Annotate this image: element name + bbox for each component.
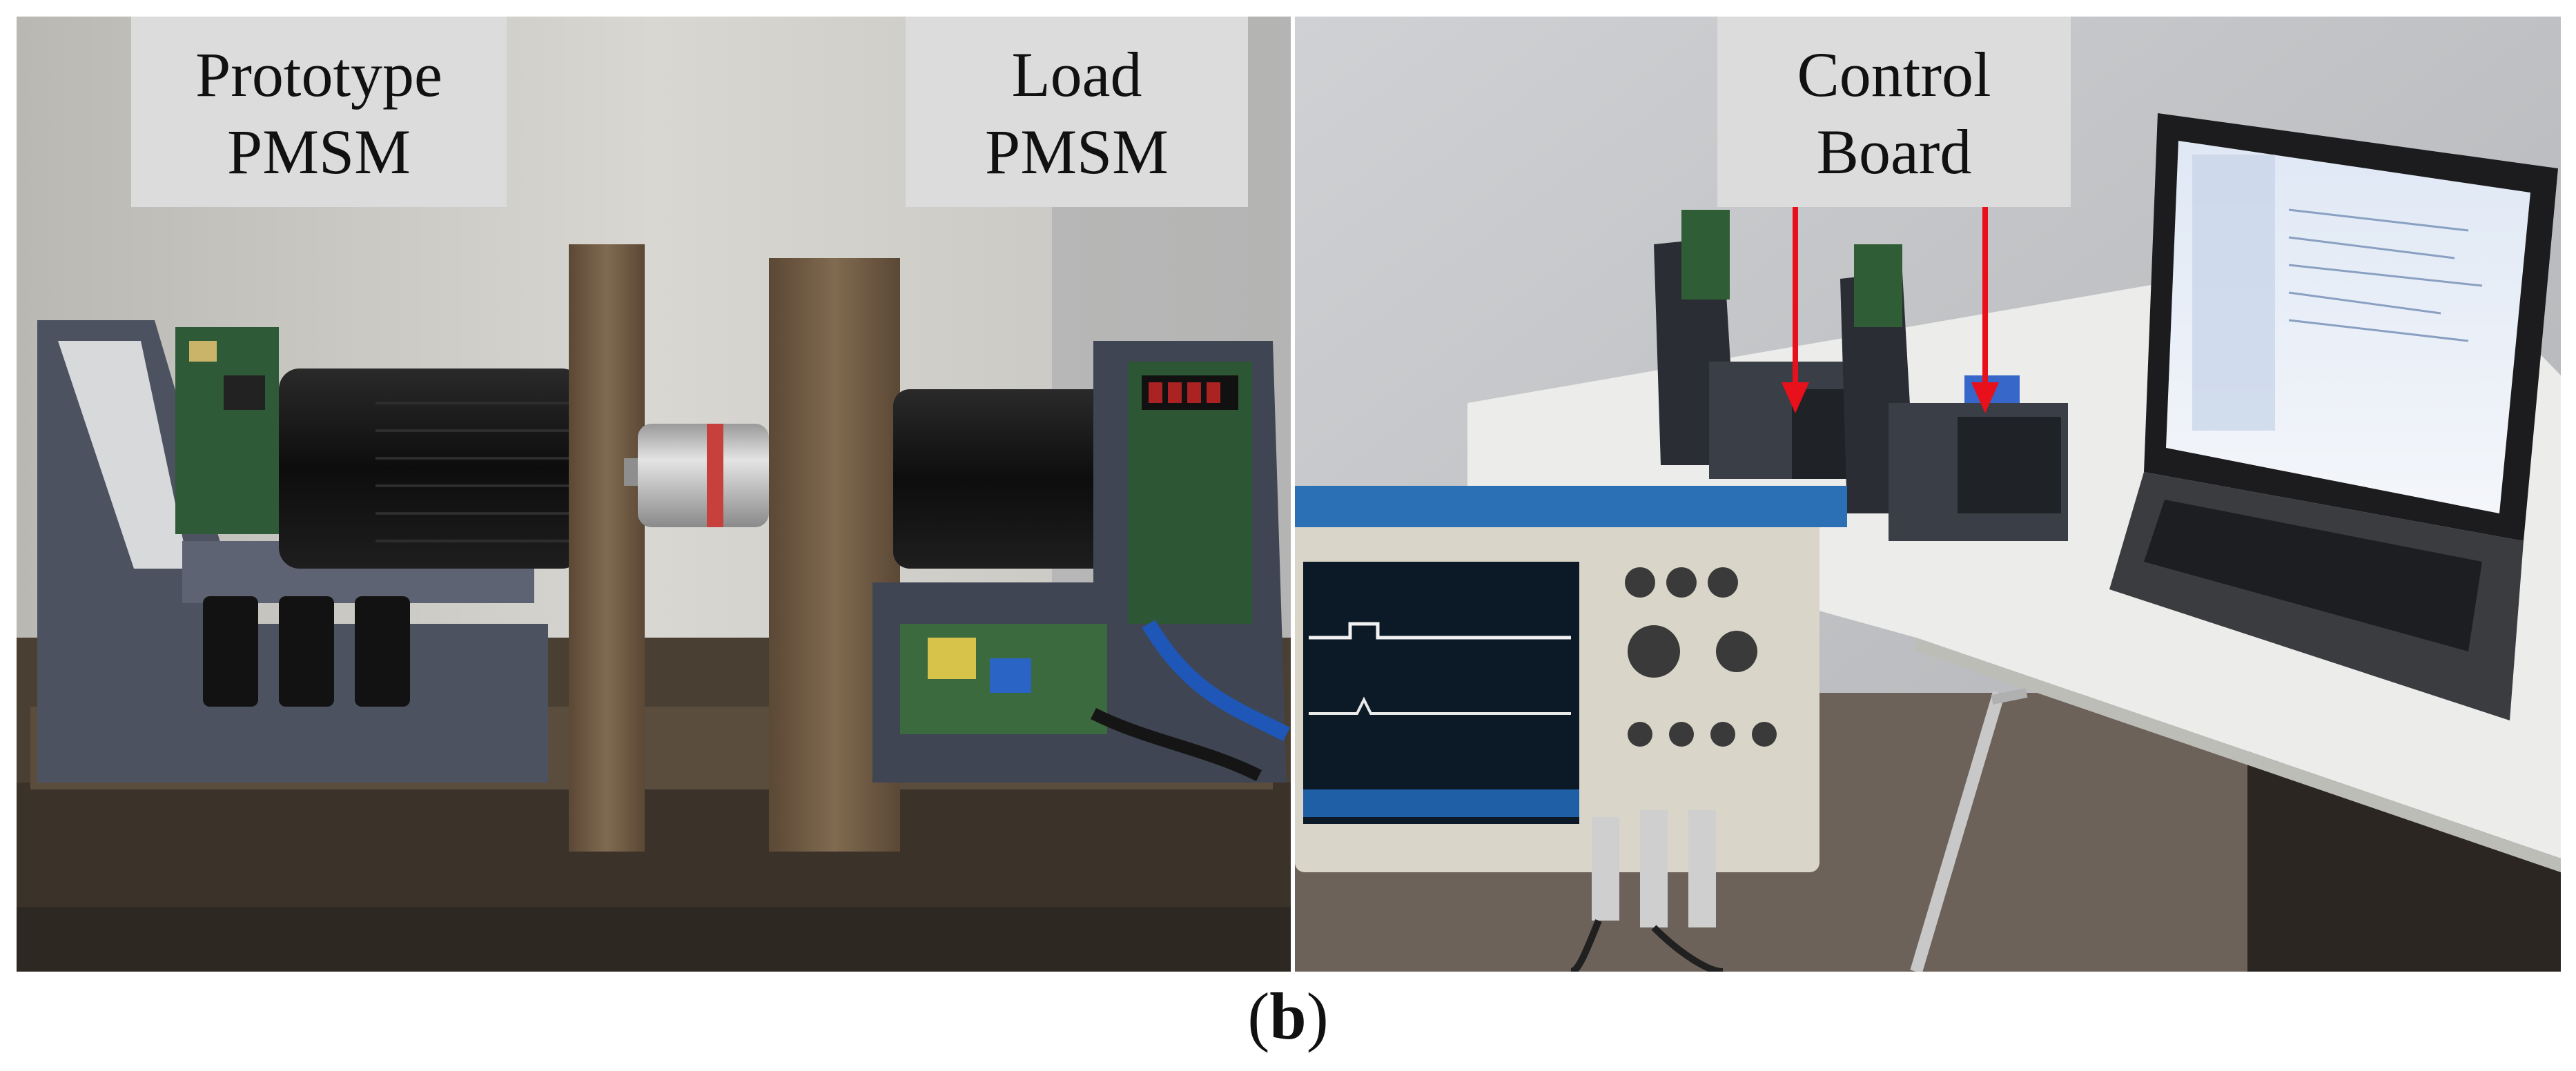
shaft-coupler (638, 424, 769, 527)
label-control-line1: Control (1797, 39, 1991, 110)
oscilloscope-screen (1303, 562, 1579, 824)
label-load-line2: PMSM (985, 117, 1169, 187)
capacitor (279, 596, 334, 707)
label-prototype-line2: PMSM (227, 117, 411, 187)
load-motor (893, 389, 1121, 569)
caption-close: ) (1306, 979, 1329, 1053)
figure-caption: (b) (0, 979, 2576, 1054)
wood-support-left (569, 244, 645, 852)
lab-desk-illustration (1295, 17, 2561, 972)
caption-letter: b (1269, 979, 1307, 1053)
drive-housing-left (37, 320, 548, 783)
label-control-line2: Board (1816, 117, 1972, 187)
caption-open: ( (1247, 979, 1270, 1053)
label-prototype-line1: Prototype (195, 39, 442, 110)
prototype-motor (279, 369, 583, 569)
label-load-line1: Load (1011, 39, 1142, 110)
capacitor (203, 596, 258, 707)
photo-lab-desk (1295, 17, 2561, 972)
label-prototype-pmsm: Prototype PMSM (131, 17, 507, 207)
label-load-pmsm: Load PMSM (906, 17, 1248, 207)
capacitor (355, 596, 410, 707)
label-control-board: Control Board (1717, 17, 2071, 207)
